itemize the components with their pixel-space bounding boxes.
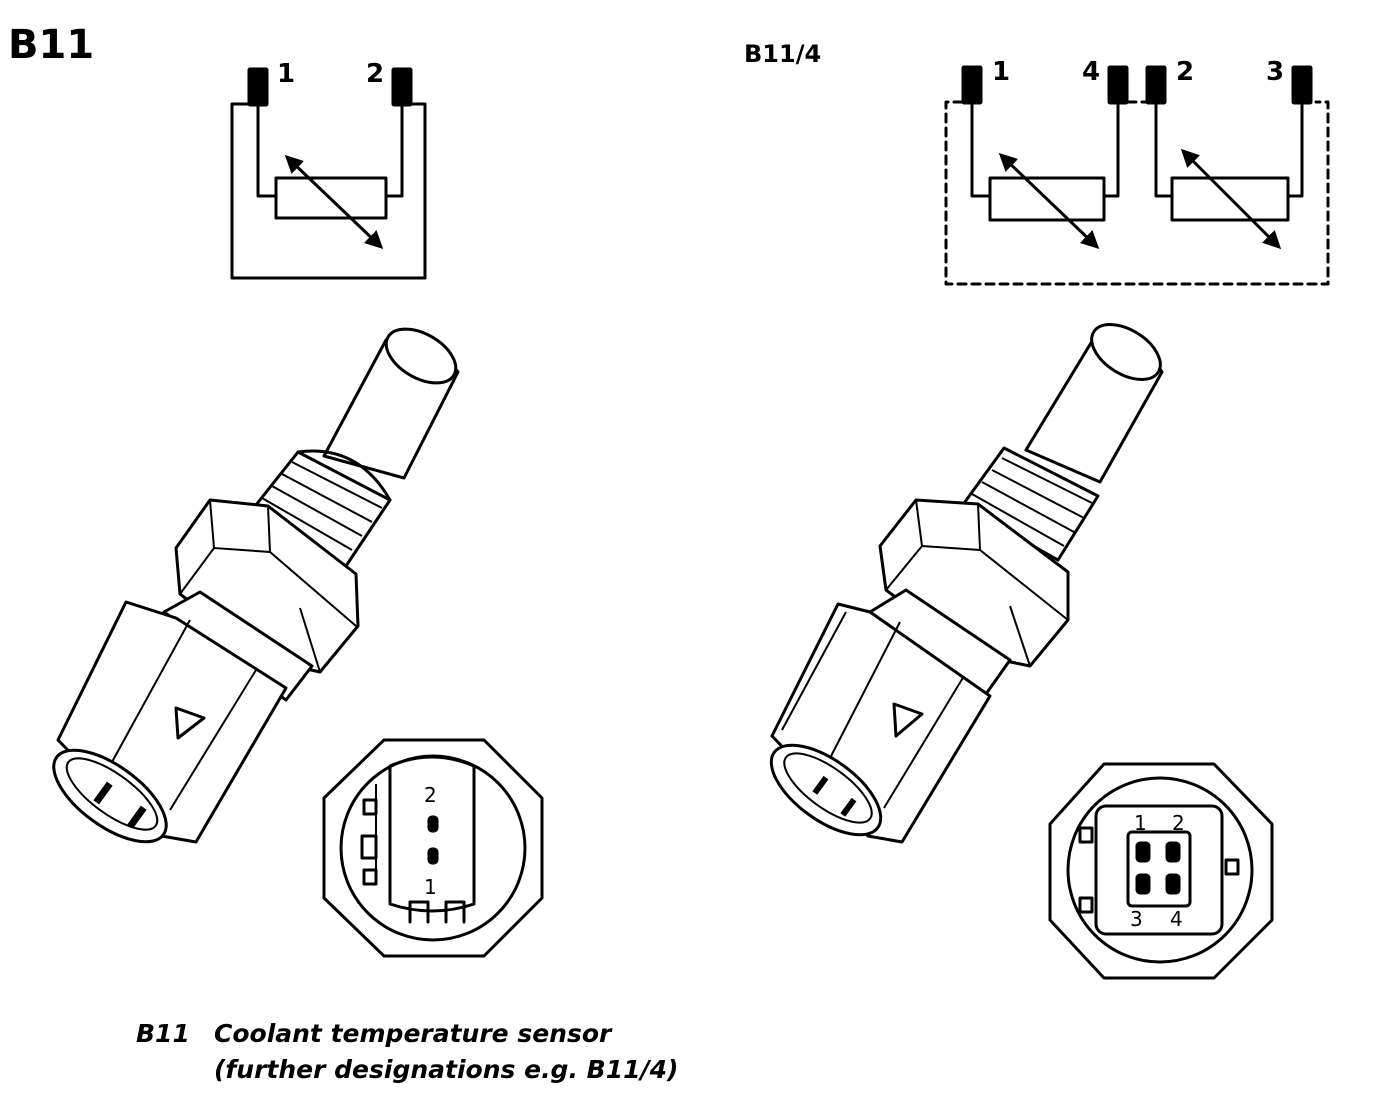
pin-terminal [1107,65,1129,105]
pin-socket [427,847,439,865]
pin-socket [1165,873,1181,895]
b11-4-sensor-body [769,323,1164,844]
pin-socket [1135,841,1151,863]
b11-sensor-body [52,327,460,844]
pin-terminal [1291,65,1313,105]
pin-label: 2 [424,783,437,807]
variable-arrow [284,155,384,249]
variable-arrow [998,153,1100,249]
pin-label: 2 [1176,57,1194,87]
caption-line-2: (further designations e.g. B11/4) [214,1055,679,1084]
pin-socket [1135,873,1151,895]
pin-label: 3 [1266,57,1284,87]
b11-4-schematic: 1 4 2 3 [944,57,1330,286]
direction-triangle-icon [174,706,206,740]
diagram-title: B11 [8,22,94,68]
pin-terminal [247,67,269,107]
pin-label: 2 [366,59,384,89]
pin-label: 4 [1170,907,1183,931]
pin-terminal [1145,65,1167,105]
pin-socket [1165,841,1181,863]
caption-code: B11 [136,1019,190,1048]
pin-label: 1 [992,57,1010,87]
pin-label: 4 [1082,57,1100,87]
b11-4-connector-face: 1 2 3 4 [1048,762,1274,980]
pin-label: 1 [424,875,437,899]
caption-line-1: B11 Coolant temperature sensor [136,1016,678,1052]
pin-terminal [961,65,983,105]
direction-triangle-icon [892,702,924,738]
pin-label: 2 [1172,811,1185,835]
figure-caption: B11 Coolant temperature sensor (further d… [136,1016,678,1088]
pin-label: 3 [1130,907,1143,931]
variant-title: B11/4 [744,40,821,68]
b11-schematic: 1 2 [230,59,427,280]
caption-text: Coolant temperature sensor [214,1019,612,1048]
b11-connector-face: 2 1 [322,738,544,958]
variable-arrow [1180,148,1282,250]
pin-terminal [391,67,413,107]
pin-socket [427,815,439,833]
pin-label: 1 [277,59,295,89]
pin-label: 1 [1134,811,1147,835]
